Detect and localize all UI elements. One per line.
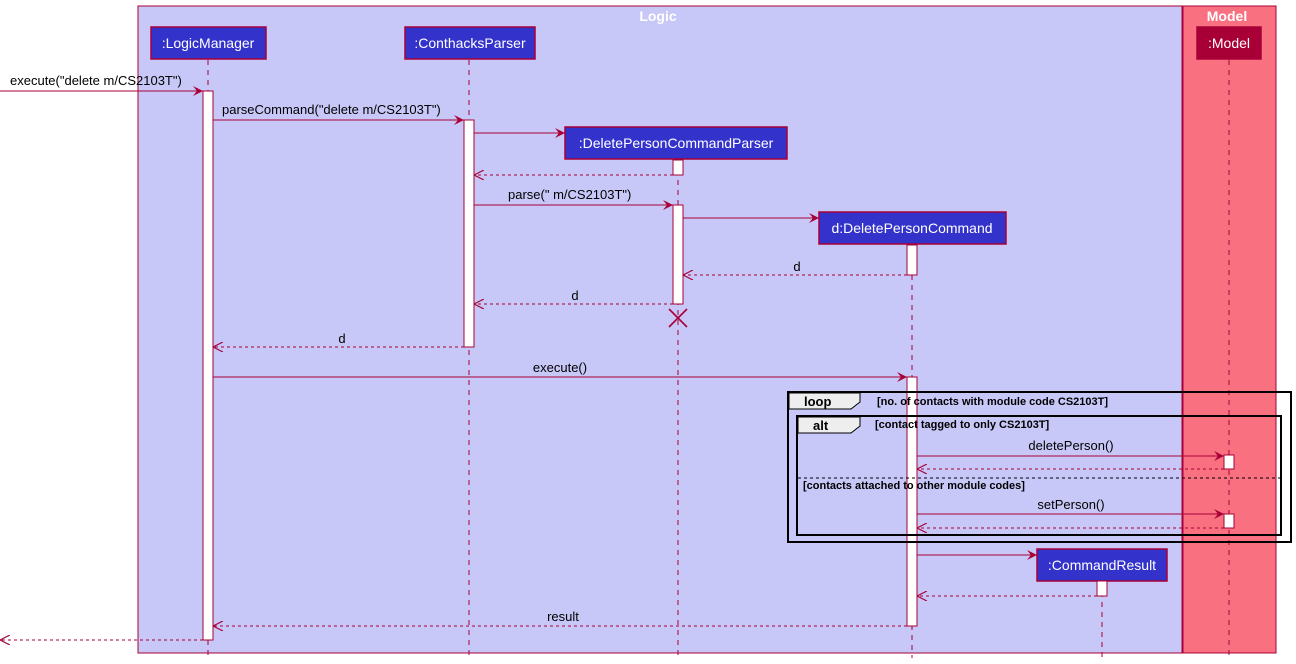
participant-model-label: :Model [1208,35,1250,51]
activation-logic-manager [202,90,214,641]
participant-conthacks-parser-label: :ConthacksParser [414,35,526,51]
participant-logic-manager-label: :LogicManager [162,35,255,51]
participant-delete-parser: :DeletePersonCommandParser [564,126,788,160]
alt-keyword: alt [813,418,829,433]
activation-command-result [1096,580,1108,597]
msg-result-label: result [547,609,579,624]
participant-delete-command-label: d:DeletePersonCommand [831,220,992,236]
msg-set-person-label: setPerson() [1037,497,1104,512]
activation-delete-command-1 [906,244,918,276]
alt-guard-2: [contacts attached to other module codes… [803,480,1025,492]
logic-boundary-title: Logic [639,8,677,24]
msg-execute-in-label: execute("delete m/CS2103T") [10,73,182,88]
msg-return-d-command-label: d [793,259,800,274]
activations [202,90,1235,641]
destroy-mark [668,308,688,328]
activation-delete-parser-1 [672,159,684,176]
model-boundary-title: Model [1207,8,1247,24]
msg-delete-person-label: deletePerson() [1028,438,1113,453]
activation-model-1 [1223,454,1235,470]
loop-keyword: loop [804,394,831,409]
alt-fragment: alt [contact tagged to only CS2103T] [co… [796,415,1282,536]
participant-delete-parser-label: :DeletePersonCommandParser [579,135,774,151]
msg-return-d-parser-label: d [571,288,578,303]
msg-parse-command-label: parseCommand("delete m/CS2103T") [222,102,441,117]
participant-delete-command: d:DeletePersonCommand [818,211,1007,245]
msg-parse-label: parse(" m/CS2103T") [508,187,631,202]
loop-fragment: loop [no. of contacts with module code C… [787,391,1292,543]
participant-logic-manager: :LogicManager [150,26,267,60]
participant-conthacks-parser: :ConthacksParser [404,26,536,60]
messages [0,86,1224,640]
activation-model-2 [1223,513,1235,529]
activation-delete-parser-2 [672,204,684,305]
msg-return-d-manager-label: d [338,331,345,346]
participant-command-result-label: :CommandResult [1048,557,1156,573]
participant-model: :Model [1196,26,1262,60]
loop-guard: [no. of contacts with module code CS2103… [877,396,1108,408]
activation-conthacks-parser [463,119,475,348]
alt-guard-1: [contact tagged to only CS2103T] [875,419,1050,431]
participant-command-result: :CommandResult [1036,548,1168,582]
activation-delete-command-2 [906,376,918,627]
logic-boundary: Logic [137,5,1183,654]
msg-execute-label: execute() [533,360,587,375]
